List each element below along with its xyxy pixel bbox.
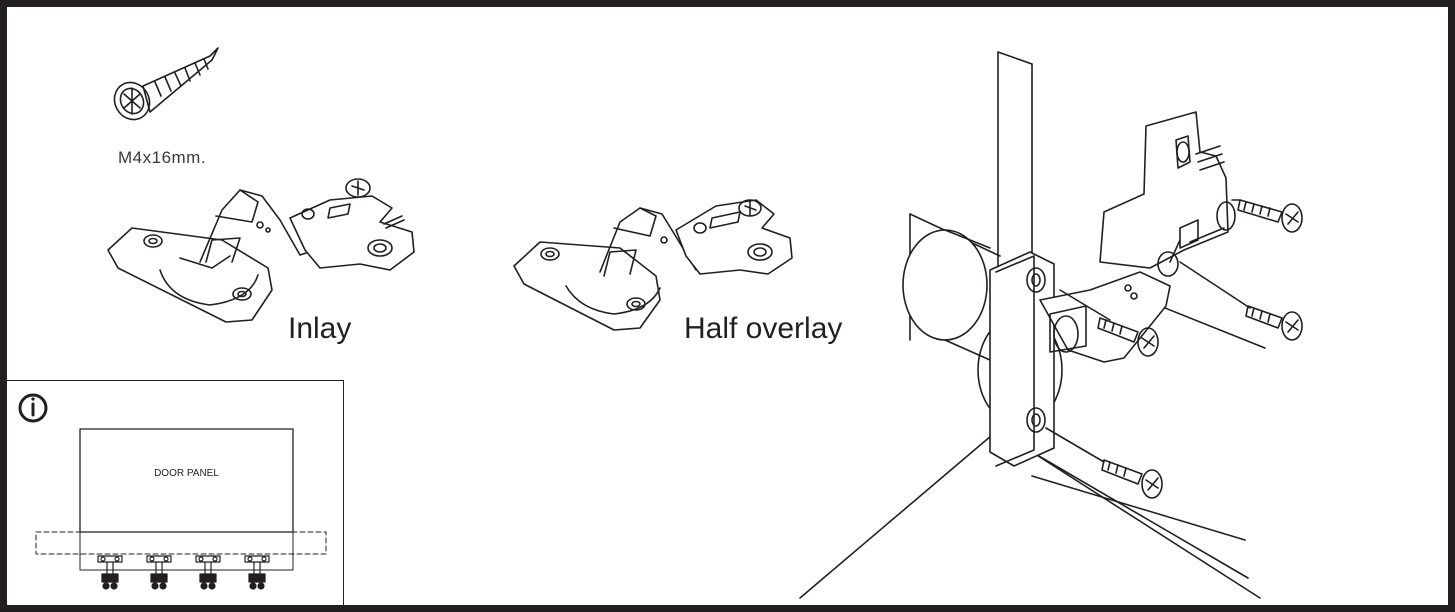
wood-screw-icon bbox=[113, 47, 219, 121]
screw-hinge-arm-icon bbox=[1097, 317, 1159, 357]
cabinet-assembly-diagram bbox=[799, 51, 1303, 599]
mini-hinges-row bbox=[97, 555, 270, 590]
screw-size-label: M4x16mm. bbox=[118, 148, 207, 167]
info-icon bbox=[18, 393, 48, 423]
mini-hinge-icon bbox=[195, 555, 221, 590]
mini-hinge-icon bbox=[146, 555, 172, 590]
door-panel-label: DOOR PANEL bbox=[154, 468, 219, 479]
inlay-label: Inlay bbox=[288, 312, 352, 345]
door-panel-diagram bbox=[35, 428, 327, 571]
mini-hinge-icon bbox=[97, 555, 123, 590]
half-overlay-label: Half overlay bbox=[684, 312, 843, 345]
half-overlay-hinge-icon bbox=[513, 199, 793, 331]
screw-bottom-icon bbox=[1101, 459, 1163, 499]
info-box bbox=[7, 380, 344, 612]
inlay-hinge-icon bbox=[107, 178, 415, 323]
screw-top-right-icon bbox=[1237, 199, 1303, 233]
mini-hinge-icon bbox=[244, 555, 270, 590]
screw-mid-right-icon bbox=[1245, 305, 1303, 341]
